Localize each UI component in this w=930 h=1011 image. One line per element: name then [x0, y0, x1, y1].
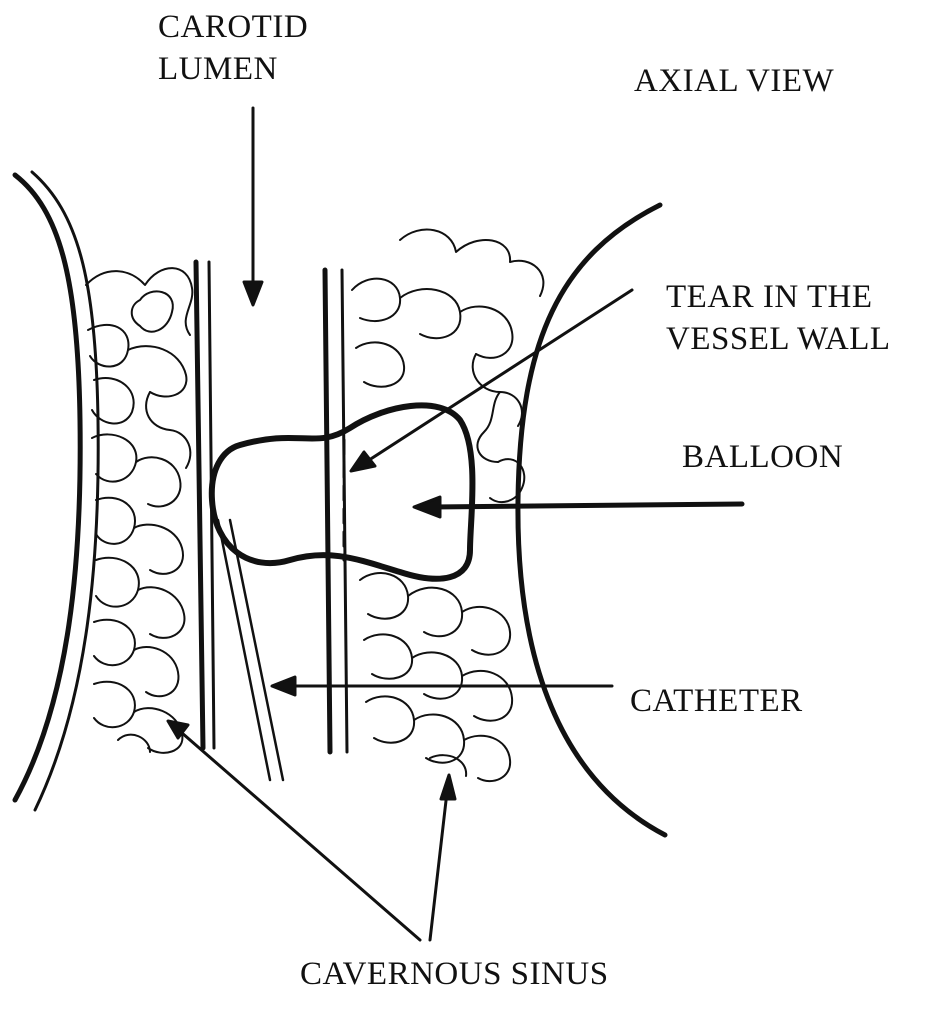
- label-tear-line2: VESSEL WALL: [666, 320, 891, 358]
- tear-arrow-head: [351, 452, 375, 471]
- right-vessel-wall: [325, 270, 330, 752]
- left-vessel-wall: [196, 262, 203, 748]
- label-catheter: CATHETER: [630, 682, 803, 720]
- label-tear-line1: TEAR IN THE: [666, 278, 873, 316]
- right-outer-boundary: [518, 205, 665, 835]
- label-axial-view: AXIAL VIEW: [634, 62, 834, 100]
- left-sinus-tissue: [86, 268, 192, 753]
- sinus-arrow-right-shaft: [430, 792, 447, 940]
- catheter-arrow-head: [272, 677, 295, 695]
- balloon-shape: [212, 405, 473, 578]
- balloon-arrow-head: [414, 497, 440, 517]
- tear-arrow-shaft: [366, 290, 632, 462]
- sinus-arrow-left-shaft: [182, 733, 420, 940]
- balloon-arrow-shaft: [432, 504, 742, 507]
- carotid-lumen-arrow-head: [244, 282, 262, 305]
- label-cavernous-sinus: CAVERNOUS SINUS: [300, 955, 609, 993]
- arrows: [168, 108, 742, 940]
- label-carotid-line1: CAROTID: [158, 8, 308, 46]
- sinus-arrow-right-head: [441, 775, 455, 799]
- label-balloon: BALLOON: [682, 438, 843, 476]
- label-carotid-line2: LUMEN: [158, 50, 278, 88]
